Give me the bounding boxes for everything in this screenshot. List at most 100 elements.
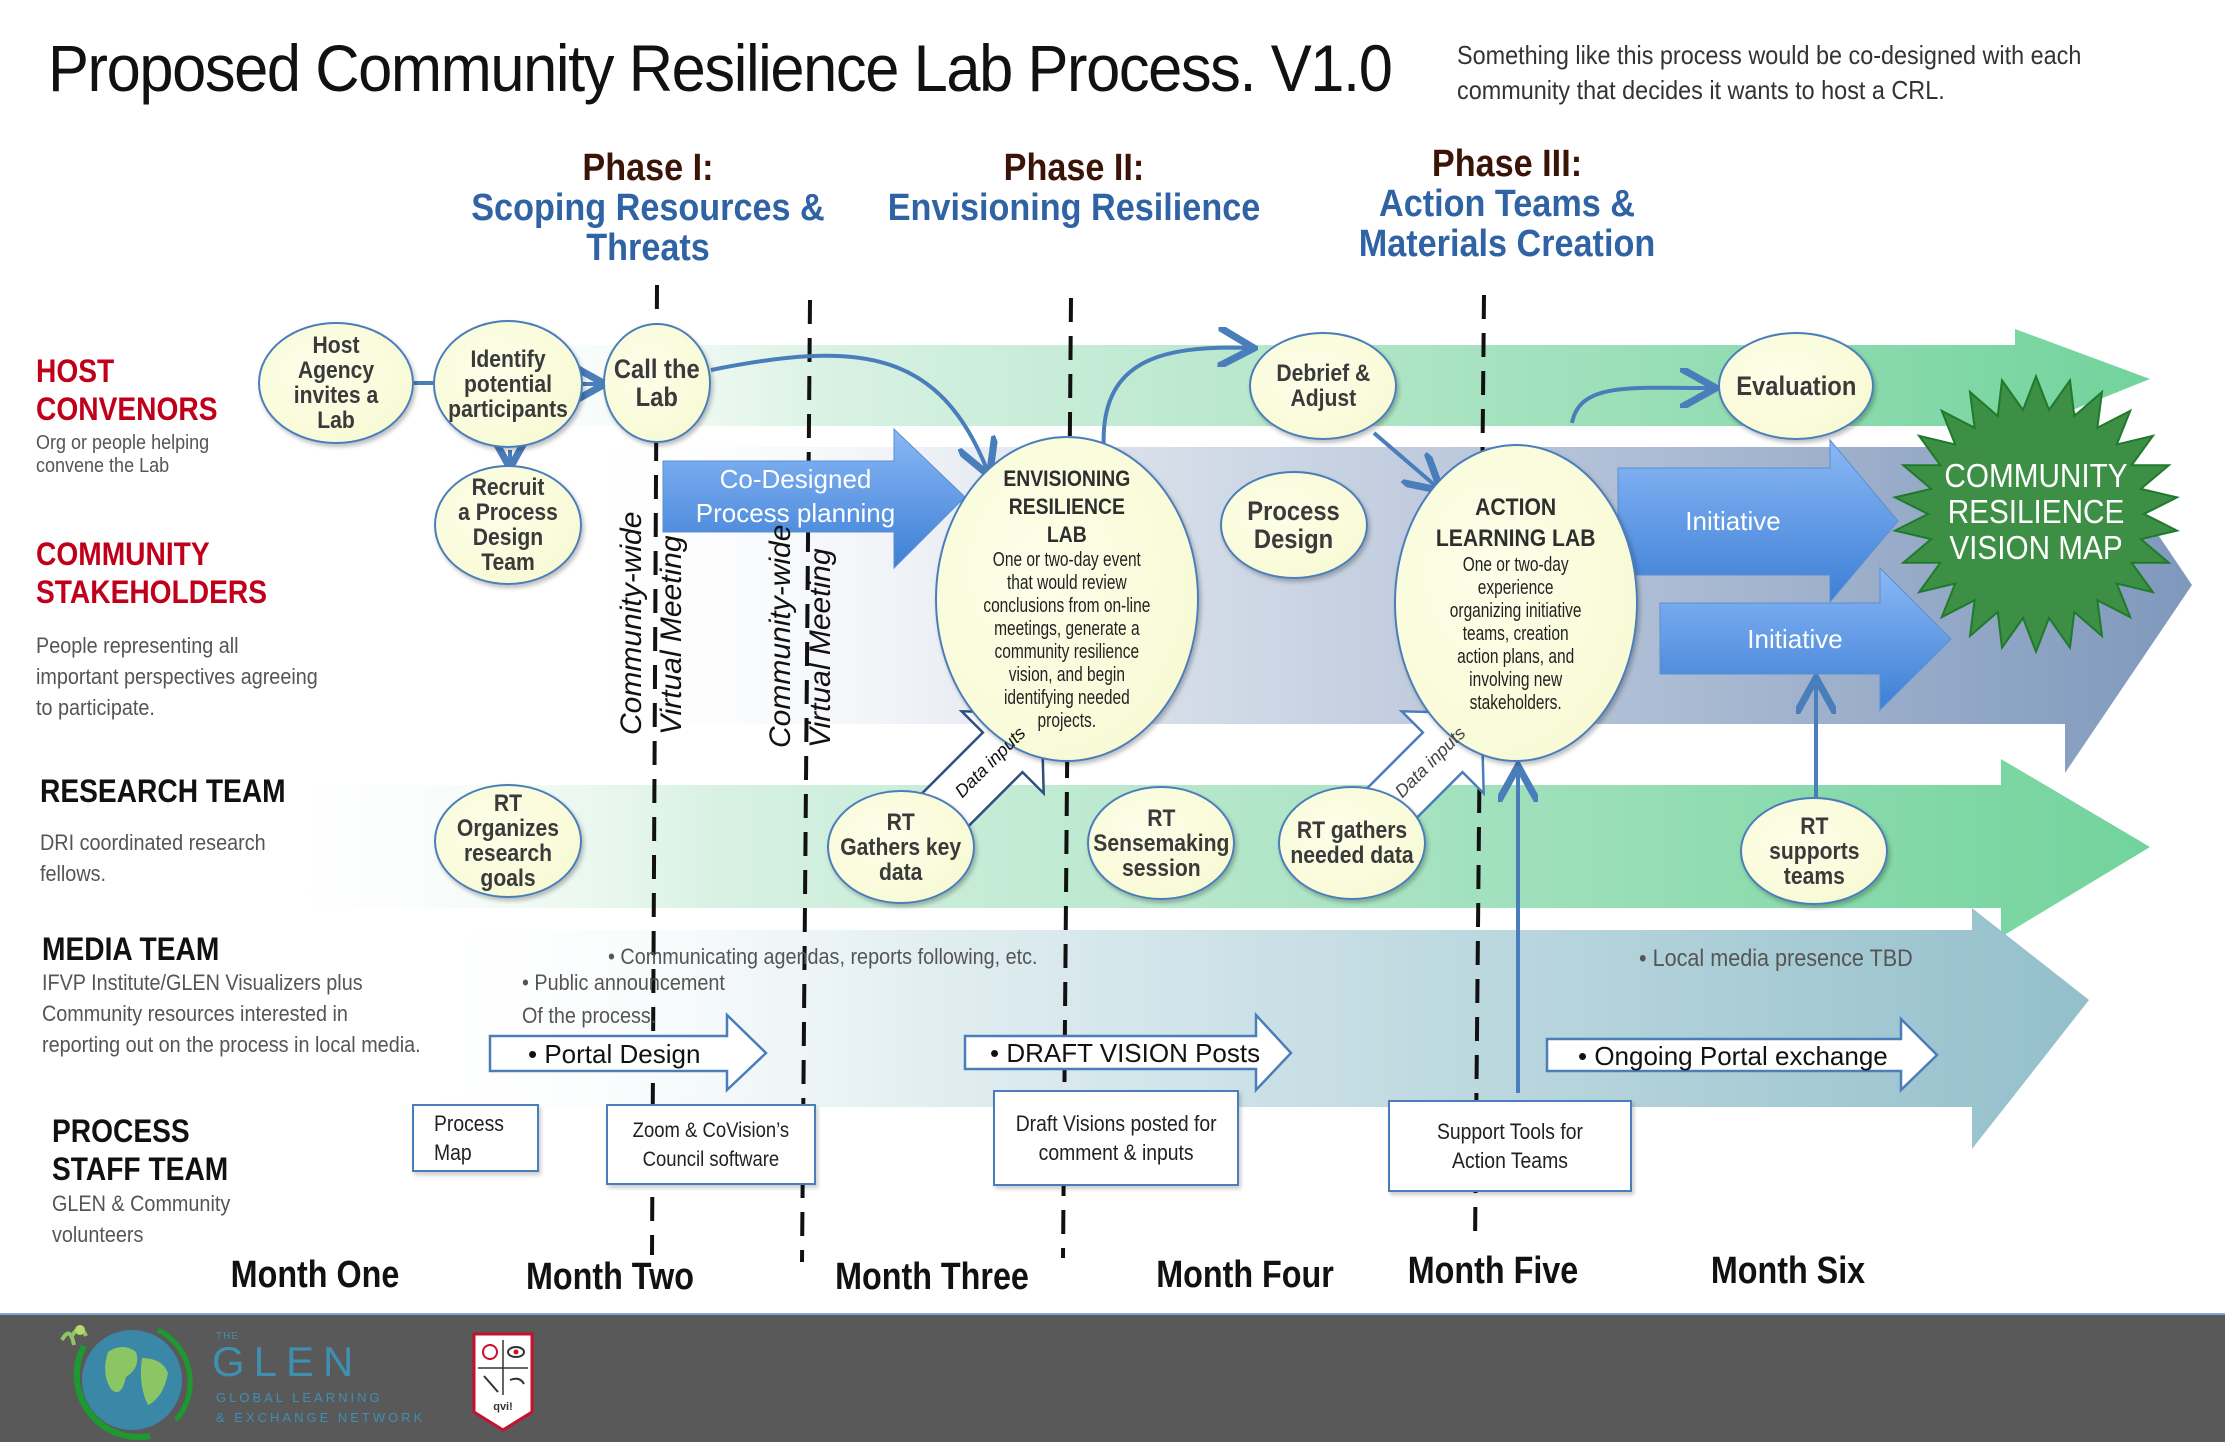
- bubble-evaluation[interactable]: Evaluation: [1718, 332, 1874, 440]
- month-one: Month One: [230, 1254, 400, 1296]
- month-six: Month Six: [1710, 1250, 1866, 1292]
- bubble-text: RT Sensemaking session: [1092, 804, 1230, 882]
- bubble-rt-sensemaking[interactable]: RT Sensemaking session: [1087, 786, 1235, 900]
- lane-media-title: MEDIA TEAM: [42, 931, 220, 967]
- bubble-rt-supports-teams[interactable]: RT supports teams: [1740, 797, 1888, 905]
- draft-vision-posts-label: • DRAFT VISION Posts: [990, 1038, 1261, 1068]
- bubble-identify-participants[interactable]: Identify potential participants: [433, 320, 583, 448]
- phase-2-name: Envisioning Resilience: [887, 187, 1261, 229]
- ongoing-portal-label: • Ongoing Portal exchange: [1578, 1041, 1888, 1071]
- month-five: Month Five: [1407, 1250, 1579, 1292]
- phase-1-label: Phase I:: [582, 147, 714, 189]
- connector-arrow: [1372, 431, 1438, 488]
- box-text: Draft Visions posted for comment & input…: [1015, 1111, 1217, 1165]
- box-text: Zoom & CoVision’s Council software: [632, 1118, 790, 1171]
- bubble-text: RT Organizes research goals: [456, 790, 560, 892]
- portal-design-label: • Portal Design: [528, 1039, 701, 1069]
- bubble-text: RT gathers needed data: [1290, 817, 1414, 869]
- meeting-1-line1: Community-wide: [615, 511, 648, 735]
- co-designed-arrow[interactable]: [662, 427, 966, 570]
- phase-1-name: Scoping Resources & Threats: [471, 187, 825, 269]
- lane-research-title: RESEARCH TEAM: [40, 773, 286, 809]
- glen-sub1: GLOBAL LEARNING: [216, 1390, 383, 1405]
- phase-3-header: Phase III: Action Teams & Materials Crea…: [1309, 144, 1705, 264]
- lane-community-desc: People representing all important perspe…: [36, 633, 318, 720]
- connectors: [414, 348, 1816, 1093]
- portal-design-arrow[interactable]: [488, 1012, 768, 1093]
- bubble-text: RT supports teams: [1768, 812, 1860, 890]
- phase-2-header: Phase II: Envisioning Resilience: [849, 148, 1299, 228]
- media-band-arrow: [400, 908, 2089, 1149]
- lane-staff-title: PROCESS STAFF TEAM: [52, 1113, 229, 1187]
- envisioning-title: ENVISIONING RESILIENCE LAB: [1003, 466, 1131, 547]
- media-note-of-process: Of the process.: [522, 1003, 657, 1028]
- glen-the: THE: [216, 1331, 239, 1342]
- media-note-local: • Local media presence TBD: [1639, 945, 1913, 972]
- vision-map-starburst: [1892, 373, 2180, 655]
- bubble-rt-organizes[interactable]: RT Organizes research goals: [434, 784, 582, 898]
- bubble-text: Identify potential participants: [448, 345, 568, 423]
- bubble-text: Recruit a Process Design Team: [458, 474, 558, 576]
- vision-map-label: COMMUNITY RESILIENCE VISION MAP: [1944, 457, 2128, 566]
- lane-staff-desc: GLEN & Community volunteers: [52, 1191, 231, 1247]
- connector-arrow: [710, 353, 988, 472]
- bubble-text: Process Design: [1247, 496, 1341, 554]
- envisioning-body: One or two-day event that would review c…: [983, 549, 1151, 732]
- meeting-2-line2: Virtual Meeting: [804, 548, 837, 748]
- month-three: Month Three: [835, 1256, 1029, 1298]
- bubble-host-agency[interactable]: Host Agency invites a Lab: [258, 322, 414, 444]
- co-designed-label: Co-Designed Process planning: [695, 464, 896, 528]
- box-process-map[interactable]: Process Map: [412, 1104, 539, 1172]
- initiative-2-label: Initiative: [1747, 624, 1843, 654]
- month-two: Month Two: [525, 1256, 695, 1298]
- initiative-arrow-2[interactable]: [1659, 566, 1952, 712]
- box-text: Support Tools for Action Teams: [1436, 1119, 1583, 1173]
- initiative-1-label: Initiative: [1685, 506, 1781, 536]
- lane-host-desc: Org or people helping convene the Lab: [36, 432, 210, 477]
- bubble-text: Host Agency invites a Lab: [293, 332, 379, 434]
- page-title: Proposed Community Resilience Lab Proces…: [48, 31, 1393, 105]
- glen-sub2: & EXCHANGE NETWORK: [216, 1410, 426, 1425]
- media-note-public: • Public announcement: [522, 970, 725, 995]
- draft-vision-posts-arrow[interactable]: [963, 1011, 1293, 1094]
- box-text: Process Map: [434, 1111, 504, 1165]
- divider-line: [650, 284, 659, 1256]
- box-zoom-covision[interactable]: Zoom & CoVision’s Council software: [606, 1104, 816, 1185]
- bubble-text: Evaluation: [1735, 370, 1857, 401]
- bubble-rt-gathers-needed-data[interactable]: RT gathers needed data: [1278, 786, 1426, 900]
- phase-2-label: Phase II:: [1003, 147, 1145, 189]
- lane-media-desc: IFVP Institute/GLEN Visualizers plus Com…: [42, 970, 421, 1057]
- bubble-debrief-adjust[interactable]: Debrief & Adjust: [1249, 332, 1397, 440]
- bubble-text: Call the Lab: [614, 354, 700, 412]
- initiative-arrow-1[interactable]: [1617, 438, 1899, 604]
- bubble-text: RT Gathers key data: [840, 808, 962, 886]
- box-draft-visions[interactable]: Draft Visions posted for comment & input…: [993, 1090, 1239, 1186]
- lane-community-title: COMMUNITY STAKEHOLDERS: [36, 536, 268, 610]
- bubble-process-design[interactable]: Process Design: [1220, 471, 1368, 579]
- phase-3-name: Action Teams & Materials Creation: [1358, 183, 1656, 265]
- month-four: Month Four: [1156, 1254, 1334, 1296]
- media-note-communicating: • Communicating agendas, reports followi…: [608, 944, 1038, 969]
- connector-arrow: [1570, 388, 1712, 424]
- meeting-1-line2: Virtual Meeting: [655, 535, 688, 735]
- bubble-recruit-design-team[interactable]: Recruit a Process Design Team: [434, 465, 582, 585]
- bubble-text: Debrief & Adjust: [1276, 360, 1370, 412]
- box-support-tools[interactable]: Support Tools for Action Teams: [1388, 1100, 1632, 1192]
- phase-1-header: Phase I: Scoping Resources & Threats: [468, 148, 828, 268]
- action-lab-body: One or two-day experience organizing ini…: [1450, 553, 1582, 714]
- co-design-note: Something like this process would be co-…: [1457, 40, 2082, 105]
- meeting-2-line1: Community-wide: [764, 524, 797, 748]
- phase-3-label: Phase III:: [1431, 143, 1583, 185]
- footer-bar: [0, 1313, 2225, 1442]
- bubble-call-the-lab[interactable]: Call the Lab: [603, 323, 711, 443]
- action-lab-title: ACTION LEARNING LAB: [1436, 493, 1596, 552]
- divider-line: [800, 299, 812, 1263]
- bubble-rt-gathers-key-data[interactable]: RT Gathers key data: [827, 790, 975, 904]
- ongoing-portal-arrow[interactable]: [1545, 1015, 1939, 1093]
- lane-research-desc: DRI coordinated research fellows.: [40, 830, 266, 886]
- lane-host-title: HOST CONVENORS: [36, 353, 218, 427]
- connector-arrow: [1101, 348, 1250, 453]
- glen-name: GLEN: [212, 1338, 363, 1385]
